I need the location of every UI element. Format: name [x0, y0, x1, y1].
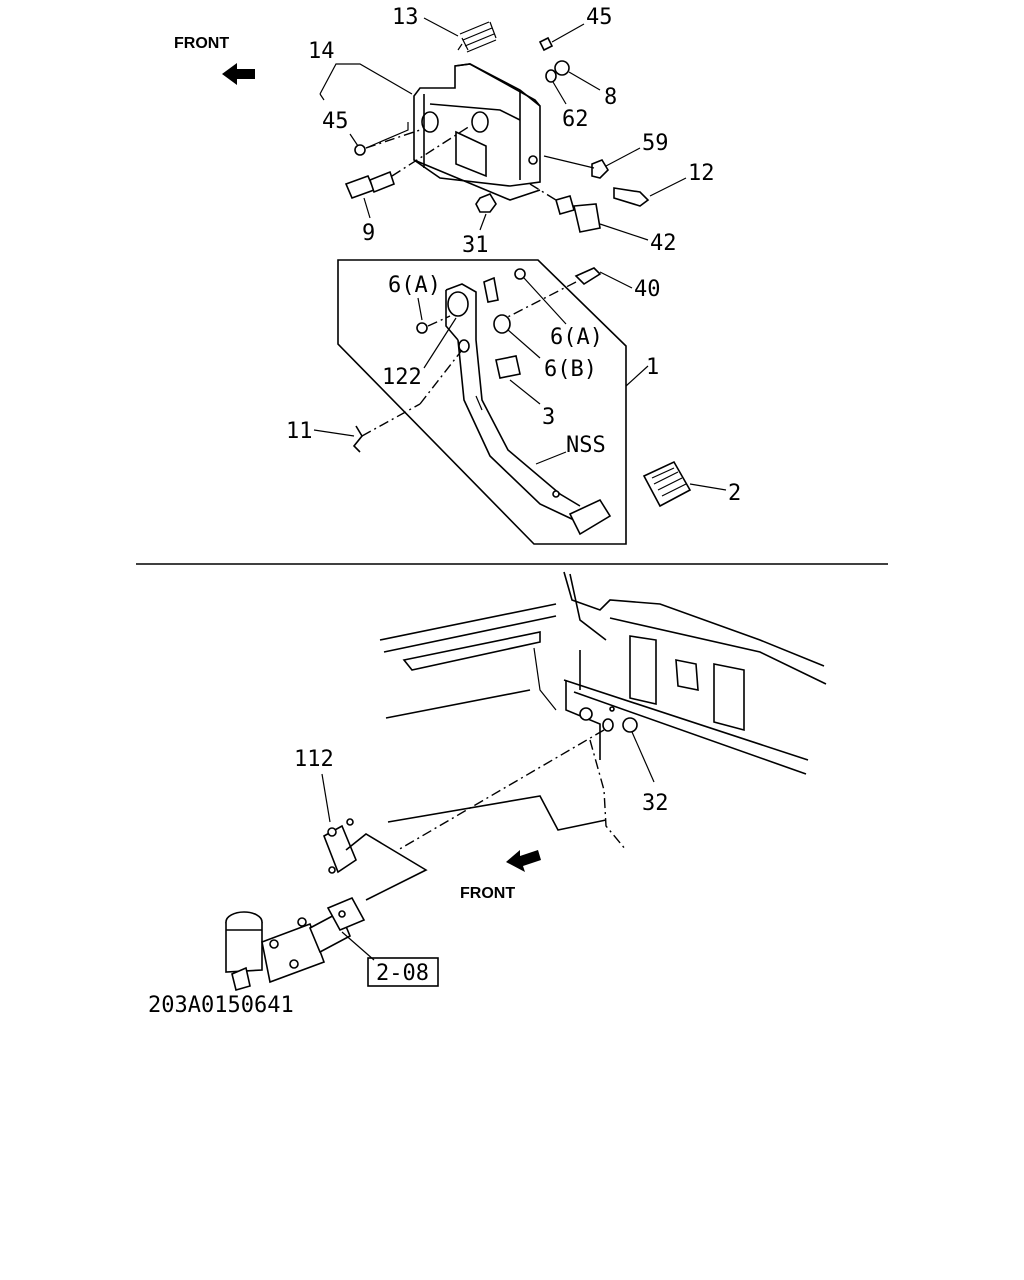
callout-13: 13	[392, 5, 419, 30]
spring-13	[457, 21, 497, 53]
clutch-master-cylinder	[225, 896, 366, 991]
ref-box-2-08	[367, 957, 439, 987]
stopper-3	[495, 355, 521, 379]
clutch-pedal-arm	[445, 276, 612, 536]
nut-32	[622, 717, 638, 733]
callout-11: 11	[286, 419, 313, 444]
callout-45-top: 45	[586, 5, 613, 30]
bushing-6b	[493, 314, 511, 334]
callout-8: 8	[604, 85, 617, 110]
bushing-6a-left	[416, 322, 428, 334]
front-label-bottom: FRONT	[460, 885, 515, 902]
washer-62	[545, 69, 557, 83]
front-arrow-bottom-icon	[506, 850, 541, 872]
switch-42	[555, 195, 601, 233]
callout-3: 3	[542, 405, 555, 430]
nut-31	[475, 193, 497, 213]
clip-11	[352, 425, 363, 453]
callout-112: 112	[294, 747, 334, 772]
callout-12: 12	[688, 161, 715, 186]
callout-6a-left: 6(A)	[388, 273, 441, 298]
pin-45-top	[538, 36, 554, 52]
callout-9: 9	[362, 221, 375, 246]
callout-122: 122	[382, 365, 422, 390]
nut-59	[591, 159, 610, 179]
bolt-45-left	[354, 144, 366, 156]
pedal-pad-2	[642, 460, 692, 508]
callout-42: 42	[650, 231, 677, 256]
pedal-assembly-box	[337, 259, 627, 545]
callout-1: 1	[646, 355, 659, 380]
bolt-12	[613, 187, 650, 207]
mounting-centerline	[397, 729, 605, 851]
ref-box-label: 2-08	[376, 961, 429, 986]
master-cylinder-bracket-lines	[345, 833, 428, 901]
nut-8	[554, 60, 570, 76]
cab-panel-structure	[379, 571, 827, 851]
bolt-9	[344, 170, 395, 200]
gasket-112	[323, 818, 357, 874]
callout-59: 59	[642, 131, 669, 156]
callout-2: 2	[728, 481, 741, 506]
callout-14: 14	[308, 39, 335, 64]
diagram-id: 203A0150641	[148, 993, 294, 1018]
callout-6a-right: 6(A)	[550, 325, 603, 350]
callout-40: 40	[634, 277, 661, 302]
callout-32: 32	[642, 791, 669, 816]
bolt-40	[574, 267, 602, 286]
callout-31: 31	[462, 233, 489, 258]
pedal-bracket-14	[413, 63, 541, 201]
front-arrow-top-icon	[222, 63, 255, 85]
bushing-6a-right	[514, 268, 526, 280]
front-label-top: FRONT	[174, 35, 229, 52]
callout-6b: 6(B)	[544, 357, 597, 382]
callout-62: 62	[562, 107, 589, 132]
callout-NSS: NSS	[566, 433, 606, 458]
callout-45-left: 45	[322, 109, 349, 134]
